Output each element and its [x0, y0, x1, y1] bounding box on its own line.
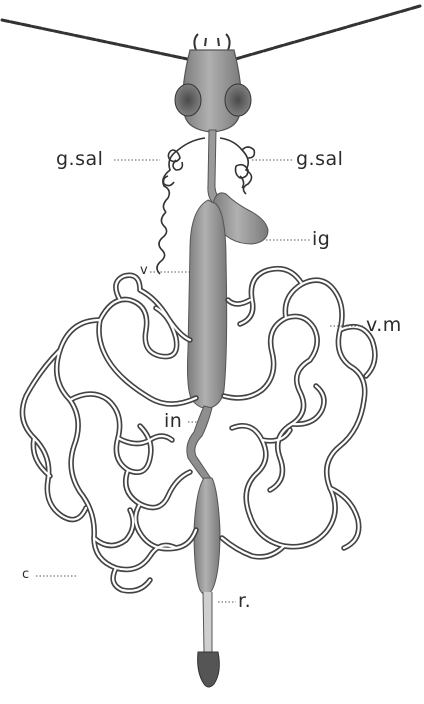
- compound-eye-right: [225, 84, 251, 116]
- compound-eye-left: [175, 84, 201, 116]
- anal-tip: [198, 652, 220, 687]
- label-r: r.: [238, 592, 251, 611]
- mandibles: [194, 34, 229, 50]
- intestine: [187, 406, 212, 480]
- label-v: v: [140, 264, 148, 277]
- antenna-right: [232, 6, 420, 60]
- label-g-sal-right: g.sal: [296, 150, 343, 169]
- label-in: in: [164, 412, 182, 431]
- label-ig: ig: [312, 230, 330, 249]
- label-c: c: [22, 568, 29, 581]
- label-g-sal-left: g.sal: [56, 150, 103, 169]
- salivary-gland-right: [220, 138, 254, 194]
- antenna-left: [2, 20, 192, 60]
- rectum: [194, 478, 220, 595]
- oesophagus: [208, 130, 220, 204]
- anal-tube: [203, 592, 212, 652]
- ventriculus: [188, 200, 227, 408]
- label-v-m: v.m: [366, 316, 402, 335]
